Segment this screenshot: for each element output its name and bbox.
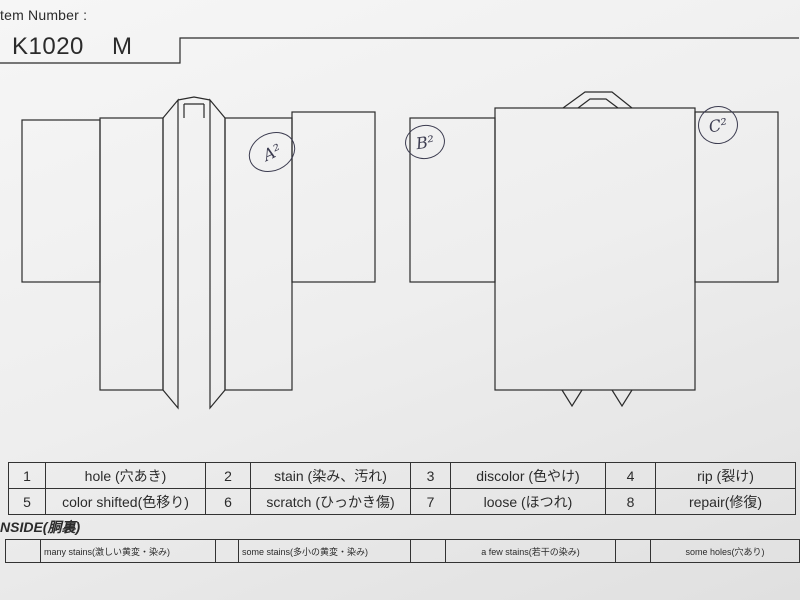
legend-number: 1 xyxy=(8,462,46,489)
back-collar xyxy=(562,91,633,109)
inside-condition-table: many stains(激しい黄変・染み) some stains(多小の黄変・… xyxy=(5,539,800,563)
front-left-sleeve xyxy=(21,119,101,283)
legend-label: stain (染み、汚れ) xyxy=(250,462,411,489)
legend-number: 6 xyxy=(205,488,251,515)
legend-label: hole (穴あき) xyxy=(45,462,206,489)
inside-level-label: some stains(多小の黄変・染み) xyxy=(238,539,411,563)
legend-number: 5 xyxy=(8,488,46,515)
checkbox-cell-some-holes xyxy=(615,539,651,563)
legend-number: 4 xyxy=(605,462,656,489)
handwritten-mark-b-text: B² xyxy=(414,131,436,153)
inside-section-title: NSIDE(胴裏) xyxy=(0,519,81,535)
damage-legend-table: 1 hole (穴あき) 2 stain (染み、汚れ) 3 discolor … xyxy=(8,462,796,515)
checkbox-cell-some-stains xyxy=(215,539,239,563)
front-view xyxy=(21,96,376,410)
legend-label: loose (ほつれ) xyxy=(450,488,606,515)
legend-label: rip (裂け) xyxy=(655,462,796,489)
inside-level-label: some holes(穴あり) xyxy=(650,539,800,563)
back-right-sleeve xyxy=(694,111,779,283)
legend-number: 7 xyxy=(410,488,451,515)
legend-row: 5 color shifted(色移り) 6 scratch (ひっかき傷) 7… xyxy=(8,488,796,515)
item-code: K1020 xyxy=(12,33,84,60)
back-right-tab xyxy=(611,389,633,408)
legend-label: color shifted(色移り) xyxy=(45,488,206,515)
front-left-collar xyxy=(162,98,179,410)
checkbox-cell-many-stains xyxy=(5,539,41,563)
front-collar-top xyxy=(177,96,211,101)
checkbox-cell-few-stains xyxy=(410,539,446,563)
legend-number: 8 xyxy=(605,488,656,515)
handwritten-mark-c-text: C² xyxy=(707,114,729,136)
inside-condition-row: many stains(激しい黄変・染み) some stains(多小の黄変・… xyxy=(5,539,800,563)
legend-label: repair(修復) xyxy=(655,488,796,515)
back-body xyxy=(494,107,696,391)
handwritten-mark-a-text: A² xyxy=(259,139,285,165)
back-collar-inner xyxy=(577,98,619,109)
front-right-collar xyxy=(209,98,226,410)
inside-level-label: many stains(激しい黄変・染み) xyxy=(40,539,216,563)
front-right-sleeve xyxy=(291,111,376,283)
back-view xyxy=(409,91,779,408)
legend-number: 2 xyxy=(205,462,251,489)
item-number-label: tem Number : xyxy=(0,7,88,23)
front-left-body xyxy=(99,117,164,391)
item-number-frame xyxy=(0,37,799,64)
legend-label: discolor (色やけ) xyxy=(450,462,606,489)
back-left-tab xyxy=(561,389,583,408)
legend-row: 1 hole (穴あき) 2 stain (染み、汚れ) 3 discolor … xyxy=(8,462,796,489)
legend-number: 3 xyxy=(410,462,451,489)
legend-label: scratch (ひっかき傷) xyxy=(250,488,411,515)
inside-level-label: a few stains(若干の染み) xyxy=(445,539,616,563)
item-size: M xyxy=(112,33,132,60)
